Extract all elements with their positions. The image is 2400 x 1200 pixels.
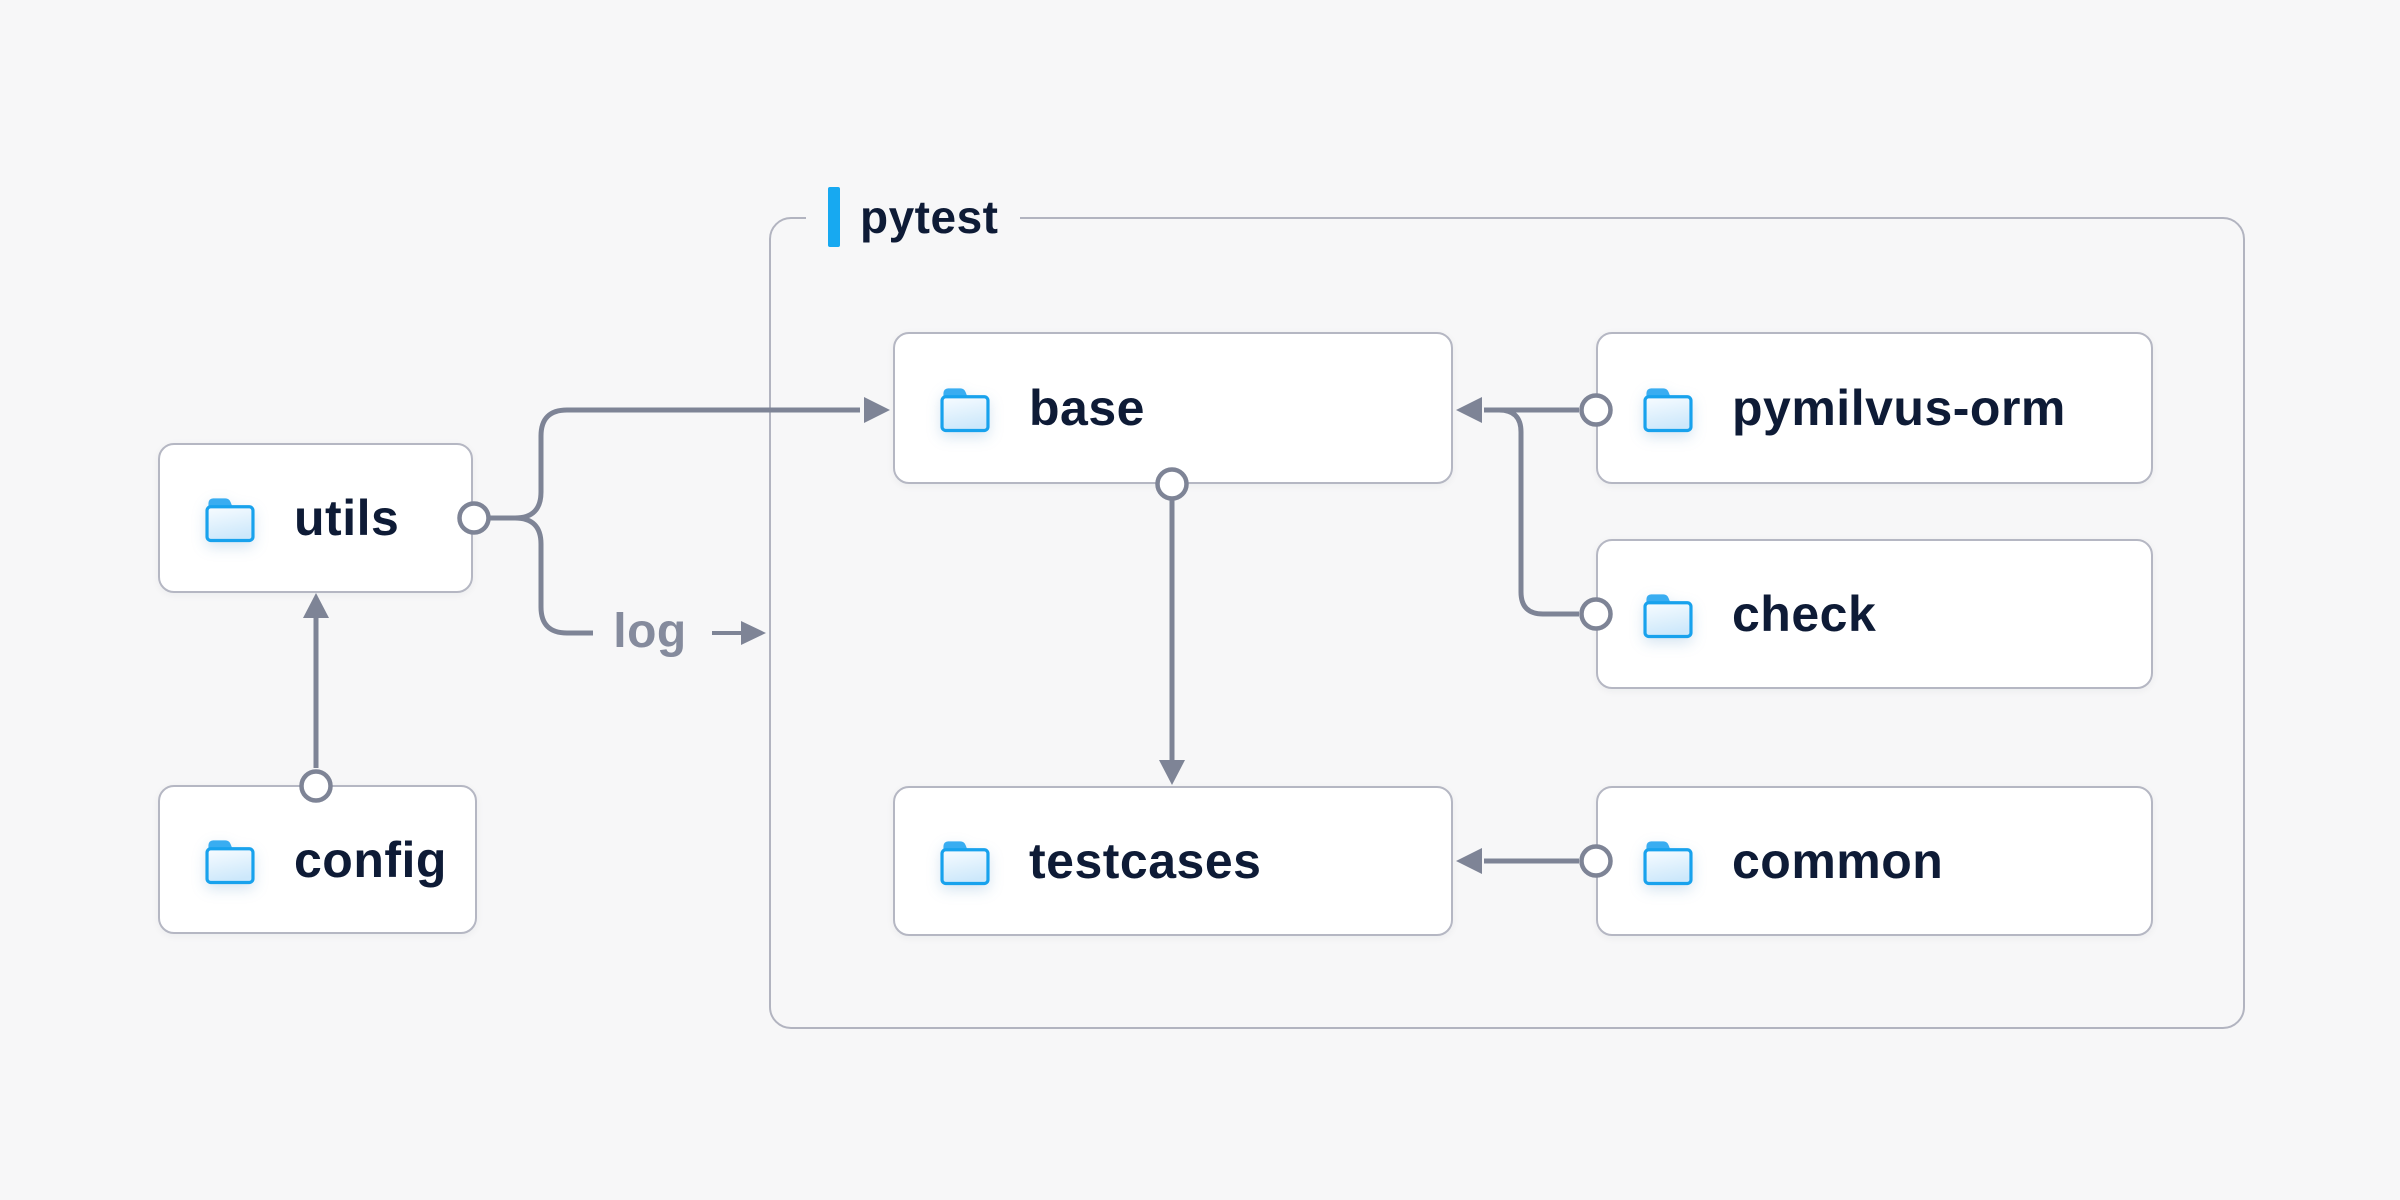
pytest-group-container [769,217,2245,1029]
node-config: config [158,785,477,934]
node-common: common [1596,786,2153,936]
node-utils: utils [158,443,473,593]
node-label: utils [294,490,400,546]
node-pymilvus-orm: pymilvus-orm [1596,332,2153,484]
folder-icon [1643,594,1693,639]
edge-label-log: log [613,605,687,658]
node-testcases: testcases [893,786,1453,936]
folder-icon [940,388,990,433]
node-base: base [893,332,1453,484]
group-title: pytest [860,191,999,243]
folder-icon [205,839,255,884]
pytest-group-label: pytest [806,182,1021,252]
accent-bar [828,187,840,247]
folder-icon [940,841,990,886]
arrowhead-up-icon [303,593,329,618]
node-label: testcases [1029,833,1262,889]
folder-icon [205,498,255,543]
folder-icon [1643,388,1693,433]
node-check: check [1596,539,2153,689]
edge-utils-to-log [514,515,593,636]
node-label: config [294,831,447,888]
node-label: common [1732,833,1944,889]
arrowhead-right-icon [741,621,766,645]
node-label: pymilvus-orm [1732,380,2066,436]
node-label: base [1029,380,1145,436]
node-label: check [1732,586,1877,642]
folder-icon [1643,841,1693,886]
